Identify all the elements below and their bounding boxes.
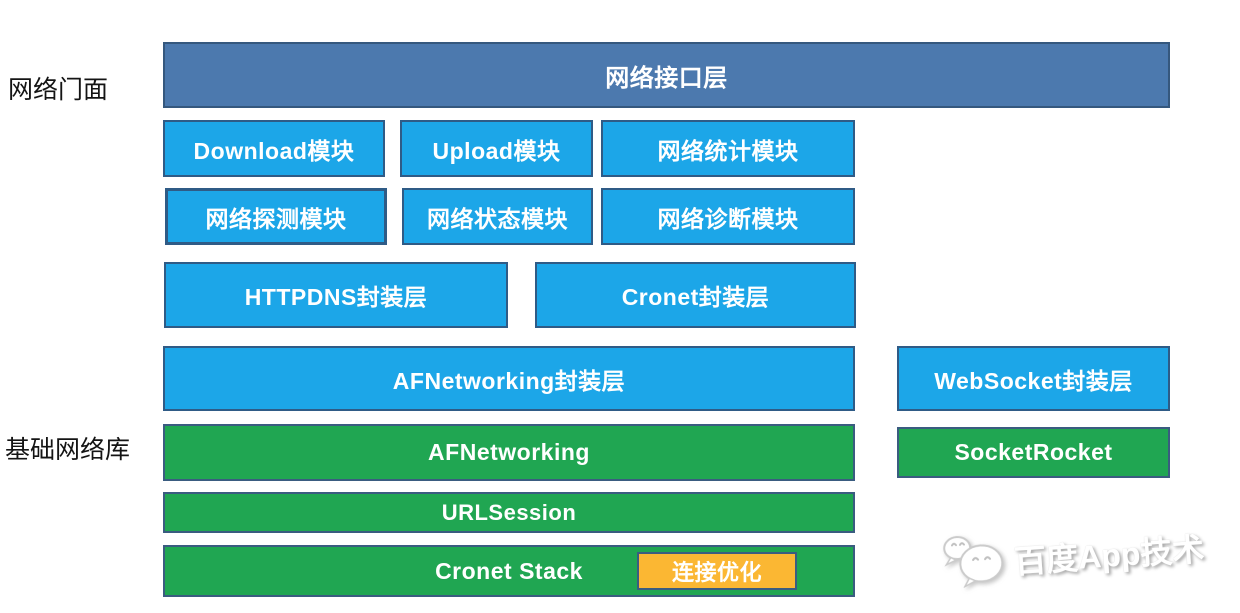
box-network-probe-module: 网络探测模块	[165, 188, 387, 245]
box-upload-module: Upload模块	[400, 120, 593, 177]
box-connection-optimization: 连接优化	[637, 552, 797, 590]
connection-optimization-text: 连接优化	[671, 560, 762, 585]
cronet-wrapper-text: Cronet封装层	[621, 284, 770, 310]
socketrocket-library-text: SocketRocket	[954, 439, 1113, 465]
download-module-text: Download模块	[193, 137, 355, 164]
network-stats-module-text: 网络统计模块	[657, 137, 799, 164]
label-foundation-libraries: 基础网络库	[5, 430, 130, 466]
box-network-stats-module: 网络统计模块	[601, 120, 855, 177]
network-diagnosis-module-text: 网络诊断模块	[657, 205, 799, 232]
urlsession-library-text: URLSession	[441, 499, 577, 525]
network-status-module-text: 网络状态模块	[427, 205, 568, 232]
box-urlsession-library: URLSession	[163, 492, 855, 533]
upload-module-text: Upload模块	[432, 137, 561, 164]
box-httpdns-wrapper-layer: HTTPDNS封装层	[164, 262, 508, 328]
box-cronet-stack-library: Cronet Stack 连接优化	[163, 545, 855, 597]
wechat-icon	[940, 531, 1006, 594]
box-download-module: Download模块	[163, 120, 385, 177]
box-network-diagnosis-module: 网络诊断模块	[601, 188, 855, 245]
cronet-stack-text: Cronet Stack	[435, 557, 583, 584]
label-network-facade: 网络门面	[8, 70, 108, 106]
httpdns-wrapper-text: HTTPDNS封装层	[244, 284, 428, 310]
box-network-interface-layer: 网络接口层	[163, 42, 1170, 108]
watermark: 百度App技术	[940, 517, 1206, 594]
label-network-facade-text: 网络门面	[8, 76, 109, 104]
afnetworking-wrapper-text: AFNetworking封装层	[392, 367, 626, 394]
network-interface-layer-text: 网络接口层	[605, 64, 728, 92]
websocket-wrapper-text: WebSocket封装层	[934, 367, 1133, 394]
network-probe-module-text: 网络探测模块	[205, 205, 347, 232]
label-foundation-libraries-text: 基础网络库	[5, 436, 131, 464]
box-network-status-module: 网络状态模块	[402, 188, 593, 245]
box-cronet-wrapper-layer: Cronet封装层	[535, 262, 856, 328]
afnetworking-library-text: AFNetworking	[428, 439, 590, 465]
watermark-text: 百度App技术	[1013, 530, 1206, 580]
box-afnetworking-wrapper-layer: AFNetworking封装层	[163, 346, 855, 411]
box-afnetworking-library: AFNetworking	[163, 424, 855, 481]
box-websocket-wrapper-layer: WebSocket封装层	[897, 346, 1170, 411]
box-socketrocket-library: SocketRocket	[897, 427, 1170, 478]
